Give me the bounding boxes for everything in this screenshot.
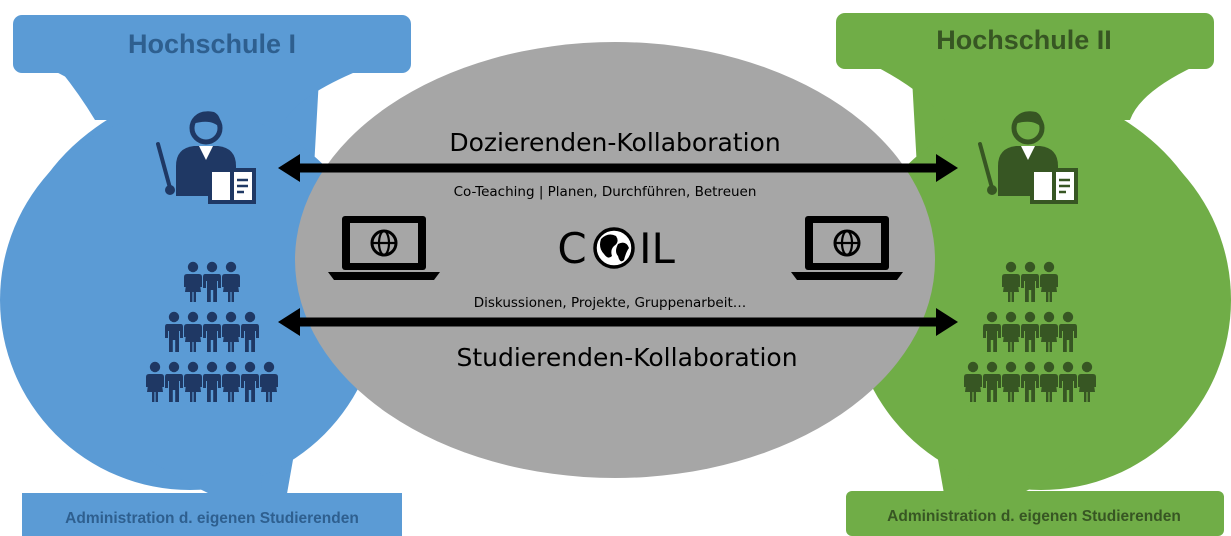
- left-admin-box: [22, 493, 402, 536]
- coil-logo-left: C: [557, 224, 586, 273]
- student-collaboration-subtitle: Diskussionen, Projekte, Gruppenarbeit…: [474, 295, 747, 311]
- coil-logo-right: IL: [639, 224, 675, 273]
- double-arrow-icon: [278, 308, 958, 336]
- right-school-foot: [968, 460, 1080, 495]
- right-school-neck: [875, 66, 1195, 120]
- right-school-body: [851, 110, 1231, 490]
- right-school-title: Hochschule II: [936, 25, 1112, 55]
- left-school-neck: [60, 70, 360, 120]
- teacher-collaboration-subtitle: Co-Teaching | Planen, Durchführen, Betre…: [454, 184, 757, 200]
- coil-logo: C IL: [557, 224, 675, 273]
- globe-icon: [593, 227, 635, 269]
- student-collaboration-title: Studierenden-Kollaboration: [456, 343, 797, 372]
- left-school-foot: [150, 460, 262, 495]
- right-admin-box: [846, 491, 1224, 536]
- left-school-header: [13, 15, 411, 73]
- left-school-title: Hochschule I: [128, 29, 296, 59]
- right-school-header: [836, 13, 1214, 69]
- right-admin-label: Administration d. eigenen Studierenden: [887, 508, 1181, 525]
- double-arrow-icon: [278, 154, 958, 182]
- left-admin-label: Administration d. eigenen Studierenden: [65, 510, 359, 527]
- teacher-collaboration-title: Dozierenden-Kollaboration: [449, 128, 780, 157]
